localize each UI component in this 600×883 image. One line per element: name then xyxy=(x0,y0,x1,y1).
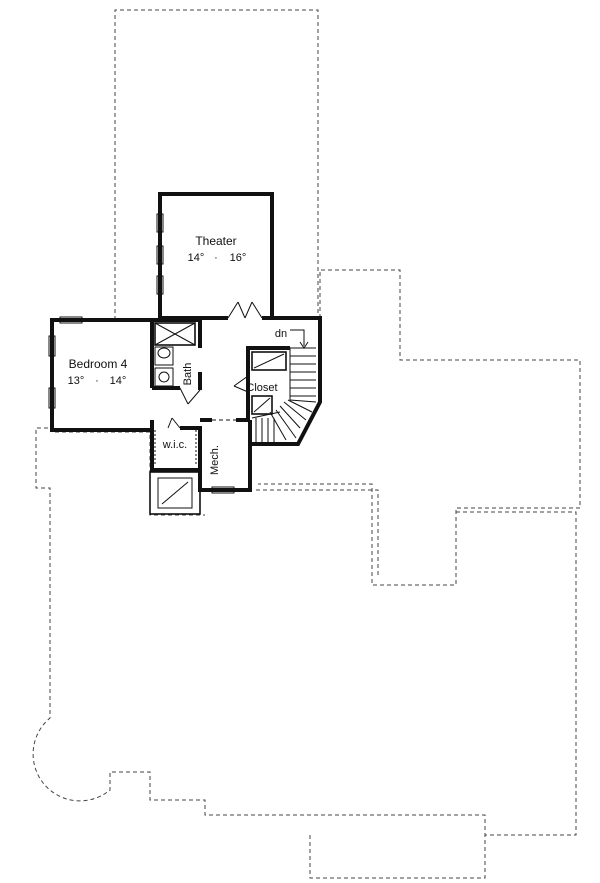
roof-outline-main xyxy=(32,427,577,836)
bath-fixtures xyxy=(154,322,201,405)
theater-dim-sep: · xyxy=(214,252,218,264)
roof-outline xyxy=(32,9,581,879)
bath-walls xyxy=(152,318,202,348)
theater-dim-width: 14° xyxy=(188,252,205,264)
porch-outline xyxy=(309,835,486,879)
bedroom4-dim-sep: · xyxy=(95,375,99,387)
roof-outline-right-inner xyxy=(256,489,379,578)
theater-windows xyxy=(156,213,164,295)
theater-doors xyxy=(227,301,263,319)
room-labels: Theater 14° · 16° Bedroom 4 13° · 14° Ba… xyxy=(68,234,287,475)
bedroom4-label: Bedroom 4 xyxy=(69,357,128,371)
staircase xyxy=(251,329,317,442)
closet-details xyxy=(233,351,287,415)
wic-details xyxy=(154,417,197,466)
bedroom4-dim-length: 14° xyxy=(110,375,127,387)
closet-label: Closet xyxy=(246,382,277,394)
roof-outline-top xyxy=(114,9,319,320)
stairs-down-label: dn xyxy=(275,328,287,340)
walls xyxy=(50,192,322,492)
bedroom4-walls xyxy=(50,318,152,432)
mech-label: Mech. xyxy=(209,445,221,475)
roof-outline-right xyxy=(258,269,581,586)
bathtub xyxy=(149,471,201,515)
theater-label: Theater xyxy=(195,234,236,248)
bedroom4-windows xyxy=(48,316,83,409)
bedroom4-dim-width: 13° xyxy=(68,375,85,387)
bath-label: Bath xyxy=(182,363,194,386)
wic-label: w.i.c. xyxy=(162,439,187,451)
mech-walls xyxy=(198,420,252,492)
theater-dim-length: 16° xyxy=(230,252,247,264)
closet-walls xyxy=(246,346,290,420)
mech-window xyxy=(211,486,235,494)
